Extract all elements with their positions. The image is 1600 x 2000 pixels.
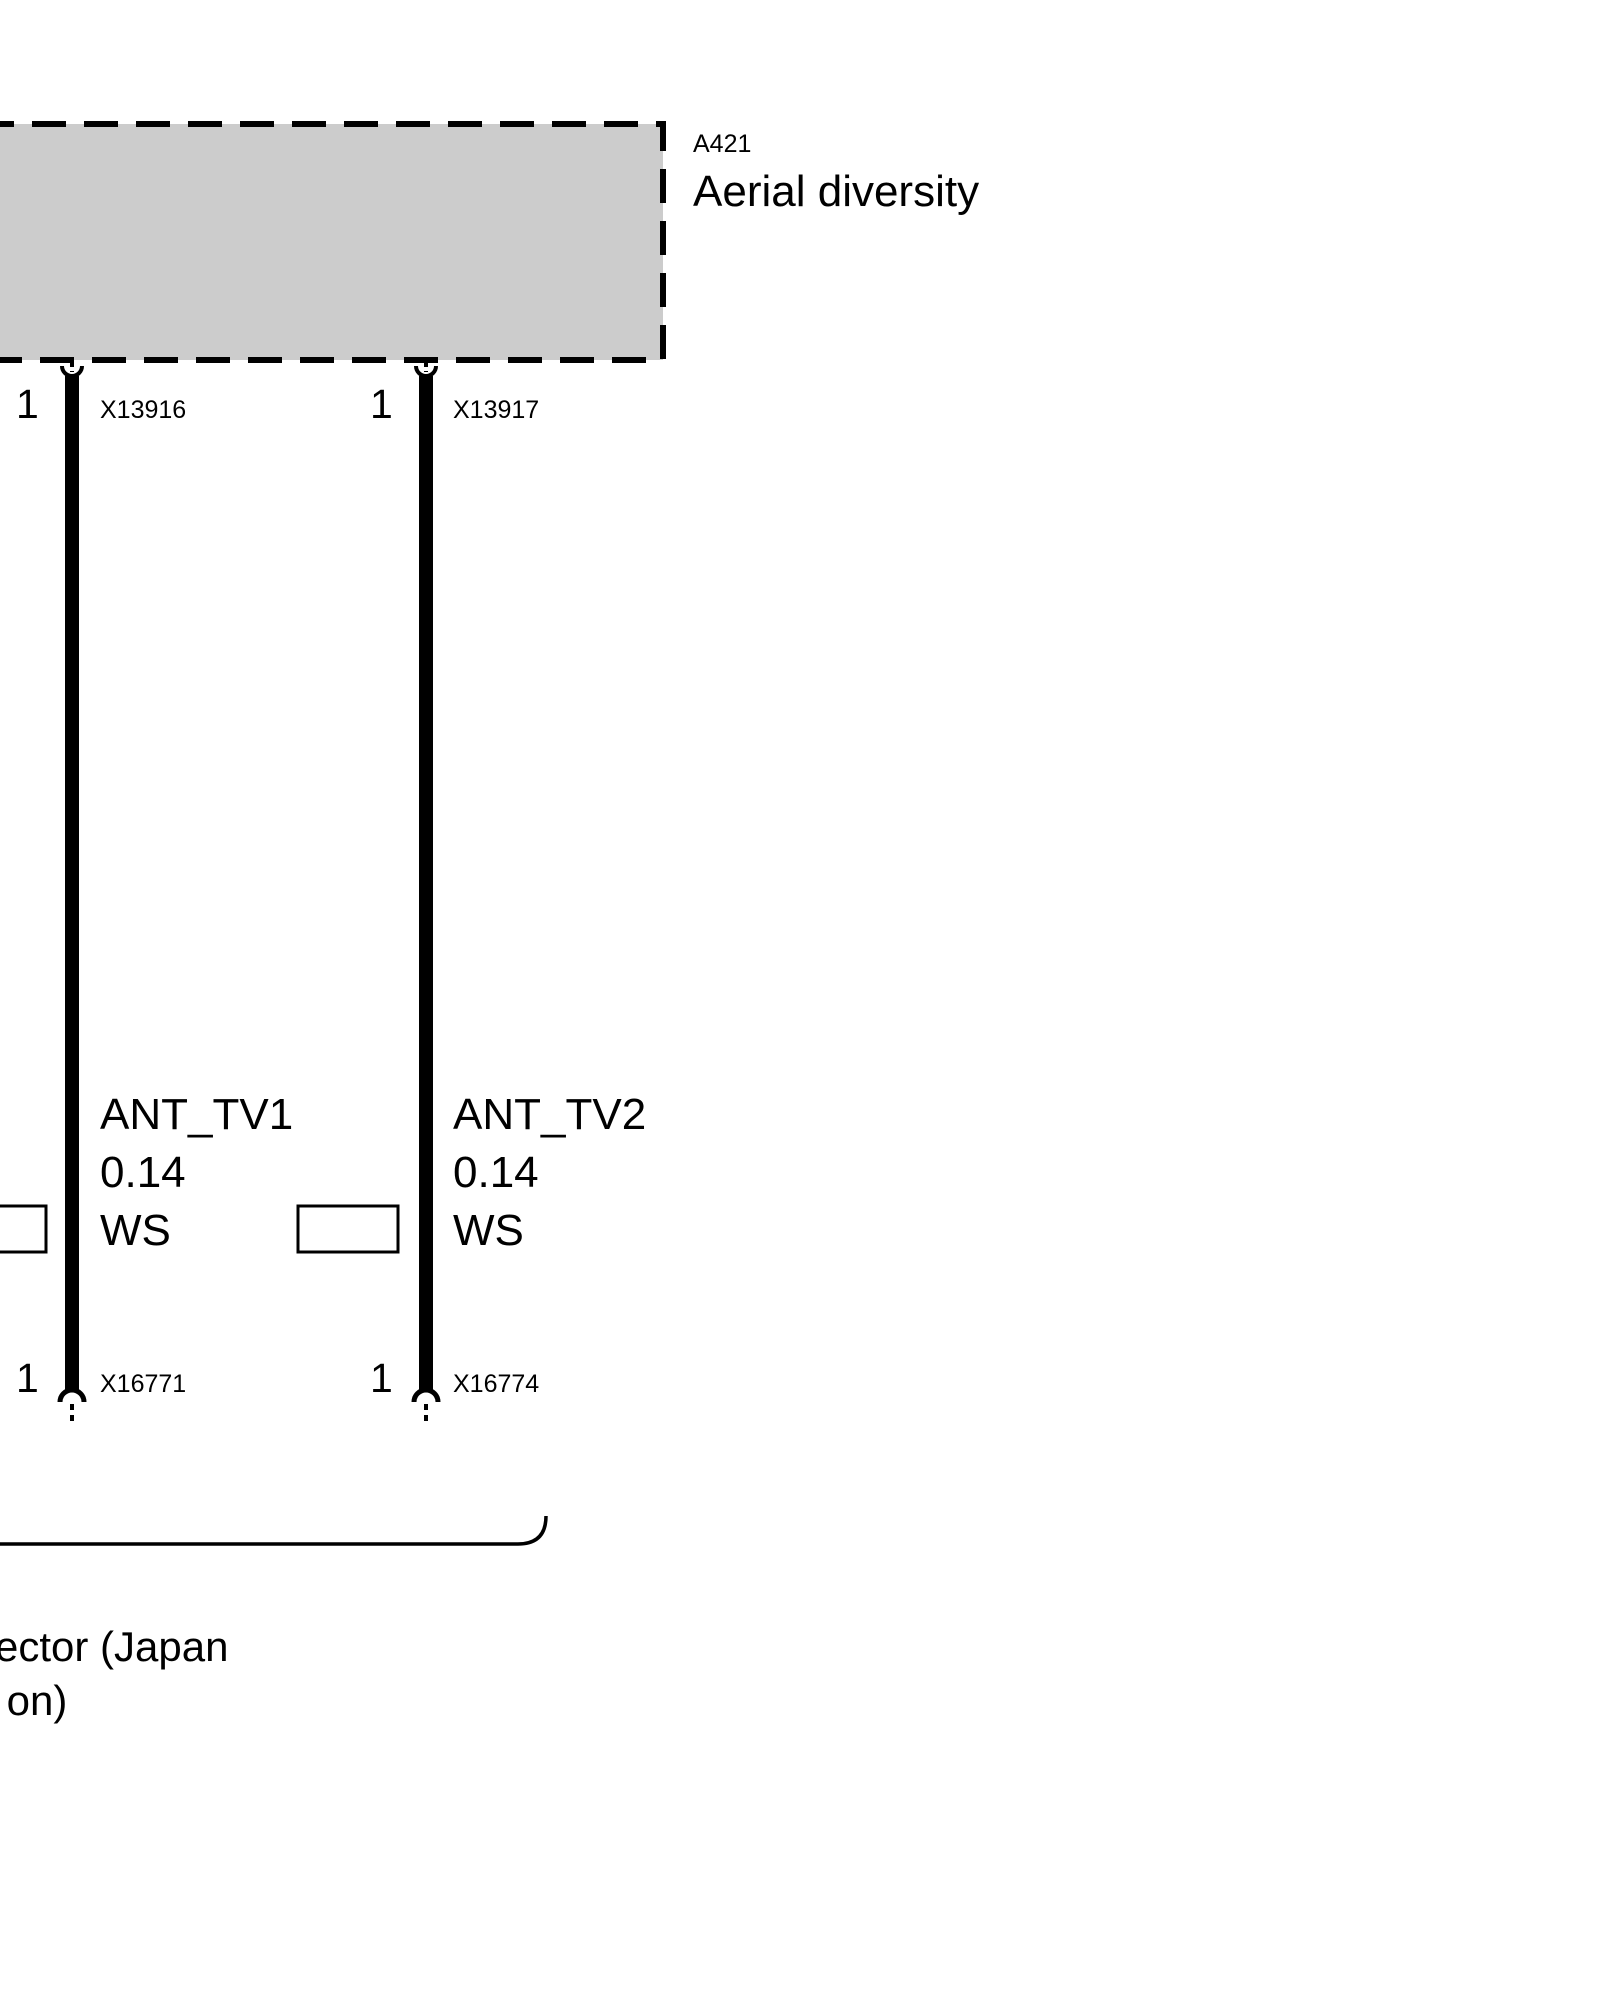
component-id: A421: [693, 130, 752, 158]
top-connector-id-1: X13916: [100, 396, 187, 424]
bottom-pin-number-2: 1: [370, 1355, 393, 1401]
component-name: Aerial diversity: [693, 167, 980, 216]
connector-group-description: ector (Japan on): [0, 1623, 229, 1724]
connector-group-bracket: [0, 1515, 548, 1546]
wire-marker-box-1: [0, 1204, 48, 1254]
wire-cross-section-2: 0.14: [453, 1148, 539, 1197]
top-pin-number-2: 1: [370, 381, 393, 427]
bottom-connector-id-2: X16774: [453, 1370, 540, 1398]
wire-color-code-1: WS: [100, 1206, 171, 1255]
wire-cross-section-1: 0.14: [100, 1148, 186, 1197]
top-pin-number-1: 1: [16, 381, 39, 427]
wire-ant-tv1[interactable]: [57, 362, 87, 1422]
component-box-aerial-diversity[interactable]: [0, 121, 666, 363]
bottom-pin-number-1: 1: [16, 1355, 39, 1401]
top-terminal-1: [60, 365, 84, 378]
wire-color-code-2: WS: [453, 1206, 524, 1255]
wire-marker-box-2: [296, 1204, 400, 1254]
top-connector-id-2: X13917: [453, 396, 540, 424]
bottom-connector-id-1: X16771: [100, 1370, 187, 1398]
wire-signal-name-2: ANT_TV2: [453, 1090, 647, 1139]
bottom-terminal-1: [57, 1387, 87, 1403]
wire-ant-tv2[interactable]: [411, 362, 441, 1422]
wire-signal-name-1: ANT_TV1: [100, 1090, 294, 1139]
bottom-terminal-2: [411, 1387, 441, 1403]
